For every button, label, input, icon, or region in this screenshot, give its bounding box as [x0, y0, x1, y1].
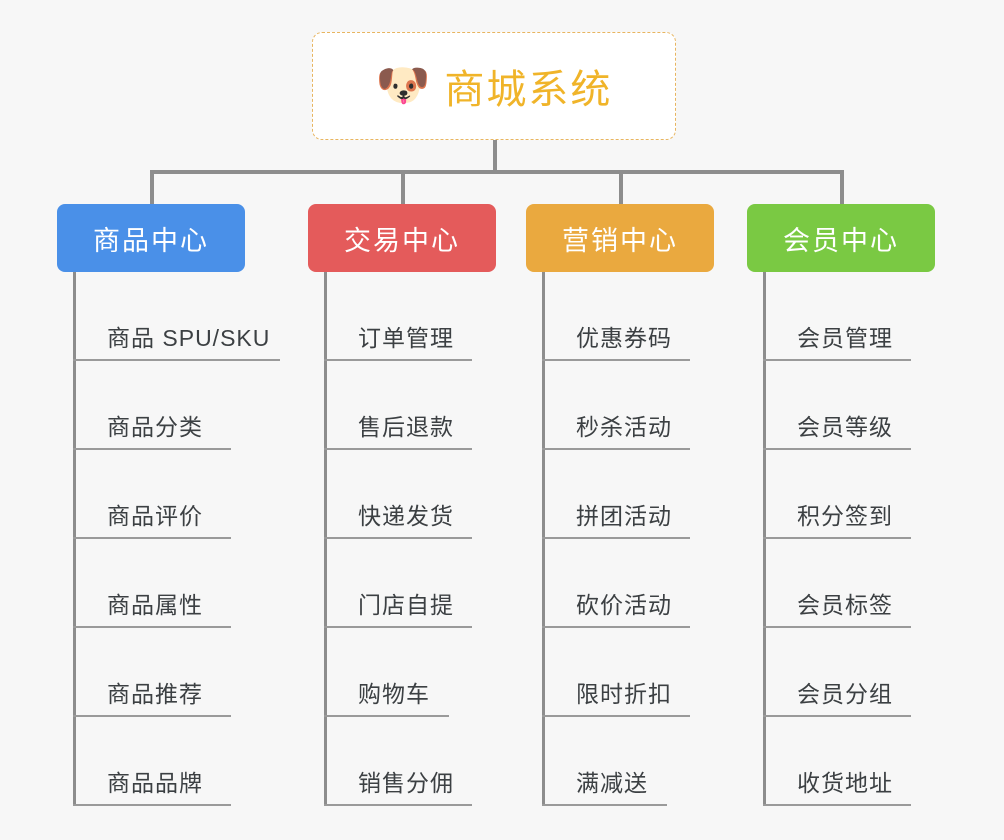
- branch-header-label: 商品中心: [93, 225, 209, 256]
- leaf-label: 拼团活动: [576, 503, 672, 529]
- leaf-label: 秒杀活动: [576, 414, 672, 440]
- leaf-item[interactable]: 商品品牌: [73, 717, 231, 806]
- leaf-item[interactable]: 商品属性: [73, 539, 231, 628]
- branch-header-label: 会员中心: [783, 225, 899, 256]
- leaf-item[interactable]: 会员管理: [763, 272, 911, 361]
- leaf-label: 购物车: [358, 681, 430, 707]
- leaf-item[interactable]: 会员等级: [763, 361, 911, 450]
- leaf-label: 会员分组: [797, 681, 893, 707]
- branch-spine-2: [324, 272, 327, 806]
- branch-spine-3: [542, 272, 545, 806]
- branch-header-label: 营销中心: [562, 225, 678, 256]
- leaf-label: 会员等级: [797, 414, 893, 440]
- leaf-item[interactable]: 商品 SPU/SKU: [73, 272, 280, 361]
- leaf-label: 商品属性: [107, 592, 203, 618]
- branch-header-1[interactable]: 商品中心: [57, 204, 245, 272]
- connector-drop-1: [150, 170, 154, 206]
- leaf-item[interactable]: 砍价活动: [542, 539, 690, 628]
- root-title: 商城系统: [444, 68, 613, 112]
- connector-horizontal-bus: [150, 170, 844, 174]
- leaf-item[interactable]: 满减送: [542, 717, 667, 806]
- connector-drop-2: [401, 170, 405, 206]
- leaf-label: 销售分佣: [358, 770, 454, 796]
- branch-spine-1: [73, 272, 76, 806]
- leaf-label: 商品推荐: [107, 681, 203, 707]
- leaf-item[interactable]: 会员分组: [763, 628, 911, 717]
- leaf-item[interactable]: 门店自提: [324, 539, 472, 628]
- branch-header-4[interactable]: 会员中心: [747, 204, 935, 272]
- leaf-label: 订单管理: [358, 325, 454, 351]
- leaf-item[interactable]: 购物车: [324, 628, 449, 717]
- leaf-item[interactable]: 售后退款: [324, 361, 472, 450]
- leaf-item[interactable]: 优惠券码: [542, 272, 690, 361]
- leaf-label: 商品分类: [107, 414, 203, 440]
- leaf-label: 商品 SPU/SKU: [107, 325, 271, 351]
- leaf-item[interactable]: 商品评价: [73, 450, 231, 539]
- leaf-item[interactable]: 商品推荐: [73, 628, 231, 717]
- leaf-label: 商品品牌: [107, 770, 203, 796]
- leaf-item[interactable]: 限时折扣: [542, 628, 690, 717]
- leaf-label: 收货地址: [797, 770, 893, 796]
- leaf-item[interactable]: 订单管理: [324, 272, 472, 361]
- leaf-label: 优惠券码: [576, 325, 672, 351]
- branch-header-label: 交易中心: [344, 225, 460, 256]
- leaf-label: 满减送: [576, 770, 648, 796]
- shiba-dog-face-icon: 🐶: [375, 61, 431, 110]
- leaf-label: 快递发货: [358, 503, 454, 529]
- leaf-item[interactable]: 销售分佣: [324, 717, 472, 806]
- branch-spine-4: [763, 272, 766, 806]
- leaf-item[interactable]: 商品分类: [73, 361, 231, 450]
- leaf-label: 砍价活动: [576, 592, 672, 618]
- leaf-label: 会员管理: [797, 325, 893, 351]
- leaf-item[interactable]: 拼团活动: [542, 450, 690, 539]
- leaf-label: 售后退款: [358, 414, 454, 440]
- leaf-label: 会员标签: [797, 592, 893, 618]
- root-node[interactable]: 🐶 商城系统: [312, 32, 676, 140]
- leaf-item[interactable]: 会员标签: [763, 539, 911, 628]
- leaf-label: 门店自提: [358, 592, 454, 618]
- leaf-item[interactable]: 积分签到: [763, 450, 911, 539]
- leaf-item[interactable]: 收货地址: [763, 717, 911, 806]
- leaf-label: 商品评价: [107, 503, 203, 529]
- branch-header-3[interactable]: 营销中心: [526, 204, 714, 272]
- connector-drop-3: [619, 170, 623, 206]
- connector-drop-4: [840, 170, 844, 206]
- branch-header-2[interactable]: 交易中心: [308, 204, 496, 272]
- leaf-label: 积分签到: [797, 503, 893, 529]
- leaf-label: 限时折扣: [576, 681, 672, 707]
- leaf-item[interactable]: 快递发货: [324, 450, 472, 539]
- leaf-item[interactable]: 秒杀活动: [542, 361, 690, 450]
- connector-root-stem: [493, 140, 497, 173]
